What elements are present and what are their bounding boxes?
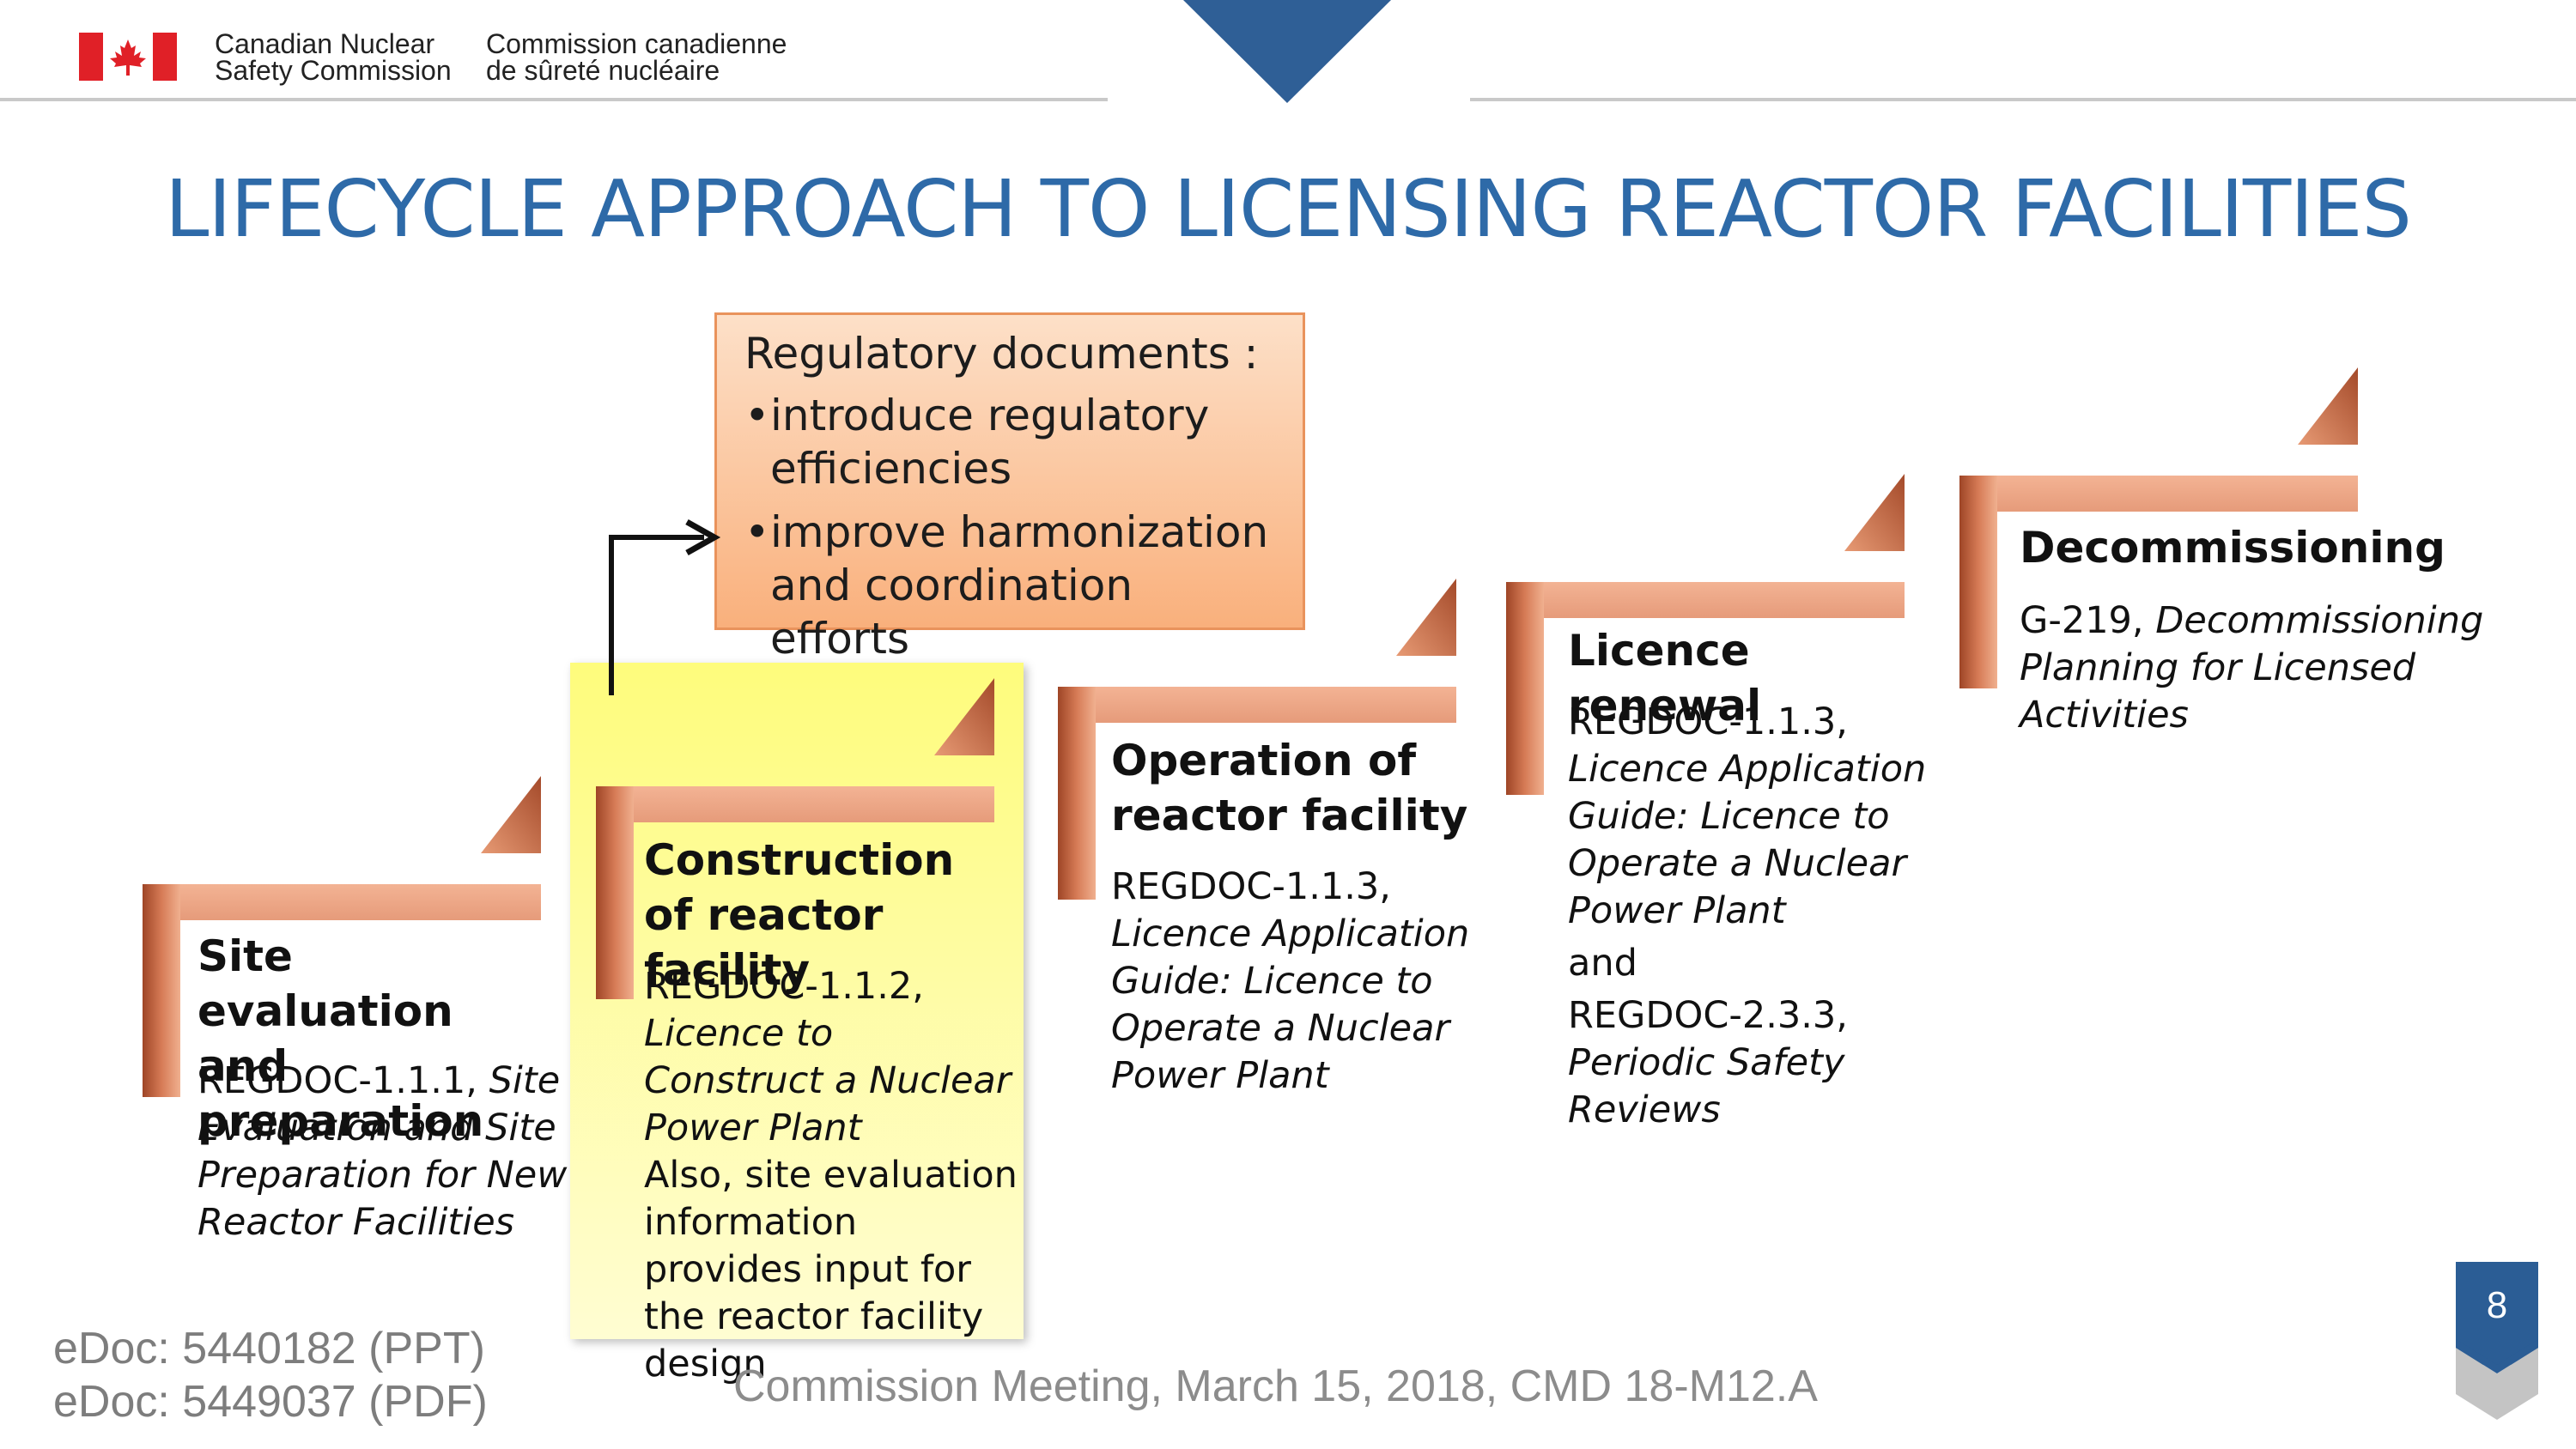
step-bracket-site — [143, 776, 546, 1102]
step-ref-operation: REGDOC-1.1.3, Licence Application Guide:… — [1111, 864, 1489, 1100]
footer-edoc-ppt: eDoc: 5440182 (PPT) — [53, 1324, 485, 1373]
step-ref-title: Licence Application Guide: Licence to Op… — [1568, 748, 1927, 932]
step-ref-code: REGDOC-1.1.2, — [644, 965, 924, 1008]
org-name-french-line2: de sûreté nucléaire — [486, 55, 720, 86]
regulatory-documents-callout: Regulatory documents : introduce regulat… — [714, 312, 1305, 664]
step-ref-title: Licence Application Guide: Licence to Op… — [1111, 912, 1470, 1097]
step-ref2-code: REGDOC-2.3.3, — [1568, 994, 1848, 1037]
footer-meeting: Commission Meeting, March 15, 2018, CMD … — [733, 1361, 1818, 1411]
callout-heading: Regulatory documents : — [744, 329, 1259, 379]
step-ref-code: REGDOC-1.1.3, — [1111, 865, 1391, 908]
step-ref-site: REGDOC-1.1.1, Site Evaluation and Site P… — [197, 1058, 575, 1246]
step-ref-renewal: REGDOC-1.1.3, Licence Application Guide:… — [1568, 699, 1946, 1134]
step-ref2-title: Periodic Safety Reviews — [1568, 1041, 1845, 1131]
org-name-english-line2: Safety Commission — [215, 55, 452, 86]
org-name-french-line1: Commission canadienne — [486, 28, 787, 59]
step-ref-construction: REGDOC-1.1.2, Licence to Construct a Nuc… — [644, 963, 1022, 1388]
construction-highlight — [570, 663, 1024, 1339]
step-bracket-construction — [596, 678, 999, 1004]
step-title-renewal: Licence renewal — [1568, 626, 1762, 731]
step-ref-code: G-219, — [2020, 599, 2156, 642]
page-chevron-icon — [2456, 1339, 2538, 1425]
header-triangle-icon — [1183, 0, 1391, 103]
org-name-english: Canadian Nuclear Safety Commission — [215, 28, 452, 86]
header-rule-left — [0, 98, 1108, 101]
footer-edoc-refs: eDoc: 5440182 (PPT) eDoc: 5449037 (PDF) — [53, 1322, 488, 1428]
step-ref-title: Decommissioning Planning for Licensed Ac… — [2020, 599, 2484, 737]
callout-bullet: improve harmonization and coordination e… — [744, 506, 1275, 665]
step-bracket-decommissioning — [1959, 367, 2363, 694]
step-and: and — [1568, 942, 1637, 985]
canada-flag-icon — [79, 33, 177, 81]
org-name-english-line1: Canadian Nuclear — [215, 28, 435, 59]
step-ref-decommissioning: G-219, Decommissioning Planning for Lice… — [2020, 597, 2500, 739]
header-rule-right — [1470, 98, 2576, 101]
step-bracket-renewal — [1506, 474, 1910, 800]
step-bracket-operation — [1058, 579, 1461, 905]
step-title-construction: Construction of reactor facility — [644, 835, 955, 995]
step-ref-title: Licence to Construct a Nuclear Power Pla… — [644, 1012, 1012, 1149]
step-ref-code: REGDOC-1.1.3, — [1568, 700, 1848, 743]
footer-edoc-pdf: eDoc: 5449037 (PDF) — [53, 1377, 488, 1427]
step-title-operation: Operation of reactor facility — [1111, 736, 1468, 840]
step-ref-title: Site Evaluation and Site Preparation for… — [197, 1059, 568, 1244]
org-name-french: Commission canadienne de sûreté nucléair… — [486, 28, 787, 86]
step-extra-note: Also, site evaluation information provid… — [644, 1154, 1018, 1385]
callout-bullet: introduce regulatory efficiencies — [744, 389, 1275, 495]
connector-arrow-icon — [601, 515, 730, 704]
step-ref-code: REGDOC-1.1.1, — [197, 1059, 489, 1102]
callout-bullet-list: introduce regulatory efficiencies improv… — [744, 389, 1275, 665]
step-title-decommissioning: Decommissioning — [2020, 523, 2445, 573]
step-title-site: Site evaluation and preparation — [197, 931, 484, 1146]
page-title: LIFECYCLE APPROACH TO LICENSING REACTOR … — [165, 163, 2412, 255]
